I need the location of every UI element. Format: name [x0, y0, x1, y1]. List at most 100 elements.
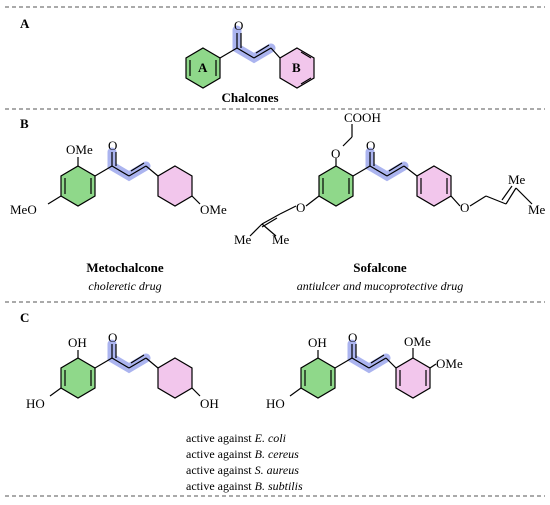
ring — [60, 357, 96, 399]
sofalcone-ether-oxygen: O — [331, 146, 340, 161]
atom-label: O — [460, 200, 469, 215]
activity-line: active against B. cereus — [186, 447, 299, 461]
atom-label: O — [108, 330, 117, 345]
right-oh-top: OH — [308, 335, 327, 350]
bond — [191, 387, 201, 397]
bond — [249, 223, 263, 237]
sofalcone-cooh: COOH — [344, 110, 381, 125]
ring — [300, 357, 336, 399]
sofalcone-me-left-2: Me — [272, 232, 290, 247]
bond — [49, 387, 62, 397]
ring — [395, 357, 431, 399]
chalcone-structure: O A B — [185, 18, 315, 89]
bond — [145, 165, 159, 177]
enone-highlight — [232, 25, 276, 64]
bond — [505, 187, 517, 205]
bond — [279, 205, 297, 215]
bond — [128, 165, 147, 177]
bond — [261, 213, 281, 225]
bond — [386, 165, 405, 177]
bond — [219, 47, 238, 59]
bond — [342, 136, 353, 147]
bond — [403, 165, 418, 177]
bond — [253, 47, 272, 59]
bond — [450, 195, 461, 207]
panel-label-a: A — [20, 16, 30, 31]
atom-label: O — [366, 138, 375, 153]
ring — [157, 165, 193, 207]
metochalcone-name: Metochalcone — [86, 260, 163, 275]
bond — [385, 357, 397, 369]
left-ho: HO — [26, 396, 45, 411]
bond — [255, 44, 270, 54]
bond — [351, 357, 370, 369]
ring-a-label: A — [198, 60, 208, 75]
bond — [334, 357, 353, 369]
metochalcone-ome-right: OMe — [200, 202, 227, 217]
bond — [370, 354, 385, 364]
bond — [94, 165, 113, 177]
sofalcone-me-right-1: Me — [508, 172, 526, 187]
ring — [416, 165, 452, 207]
sofalcone-structure: O O COOH O O Me Me Me Me — [234, 110, 546, 247]
bond — [469, 195, 487, 207]
bond — [111, 357, 130, 369]
metochalcone-ome-top: OMe — [66, 142, 93, 157]
metochalcone-use: choleretic drug — [88, 279, 161, 293]
ring-b-label: B — [292, 60, 301, 75]
left-oh-top: OH — [68, 335, 87, 350]
bond — [107, 339, 151, 374]
hydroxychalcone-left: O OH HO OH — [26, 330, 219, 411]
ketone-oxygen: O — [234, 18, 243, 33]
right-ome-side: OMe — [436, 356, 463, 371]
bond — [352, 165, 371, 177]
bond — [515, 187, 533, 205]
bond — [191, 195, 201, 205]
metochalcone-structure: O OMe MeO OMe — [10, 138, 227, 217]
panel-label-c: C — [20, 310, 29, 325]
bond — [270, 47, 281, 59]
activity-line: active against E. coli — [186, 431, 286, 445]
sofalcone-use: antiulcer and mucoprotective drug — [297, 279, 464, 293]
bond — [145, 357, 159, 369]
bond — [429, 363, 437, 369]
bond — [130, 354, 145, 364]
hydroxychalcone-right: O OH HO OMe OMe — [266, 330, 463, 411]
right-ome-top: OMe — [404, 334, 431, 349]
bond — [289, 387, 302, 397]
activity-line: active against B. subtilis — [186, 479, 303, 493]
sofalcone-me-right-2: Me — [528, 202, 546, 217]
right-ho: HO — [266, 396, 285, 411]
bond — [128, 357, 147, 369]
bond — [485, 195, 507, 205]
atom-label: O — [296, 200, 305, 215]
bond — [369, 165, 388, 177]
bond — [300, 51, 312, 59]
bond — [94, 357, 113, 369]
bond — [305, 195, 320, 207]
bond — [236, 47, 255, 59]
chalcones-title: Chalcones — [221, 90, 278, 105]
bond — [47, 195, 62, 205]
metochalcone-meo: MeO — [10, 202, 37, 217]
left-oh-right: OH — [200, 396, 219, 411]
bond — [388, 162, 403, 172]
bond — [130, 162, 145, 172]
bond — [107, 147, 151, 182]
sofalcone-me-left-1: Me — [234, 232, 252, 247]
bond — [300, 77, 312, 85]
sofalcone-name: Sofalcone — [353, 260, 407, 275]
atom-label: O — [108, 138, 117, 153]
ring — [318, 165, 354, 207]
bond — [501, 185, 513, 201]
ring — [157, 357, 193, 399]
atom-label: O — [348, 330, 357, 345]
activity-list: active against E. coli active against B.… — [186, 431, 303, 493]
bond — [347, 339, 391, 374]
bond — [365, 147, 409, 182]
bond — [368, 357, 387, 369]
activity-line: active against S. aureus — [186, 463, 299, 477]
bond — [111, 165, 130, 177]
bond — [261, 223, 277, 237]
